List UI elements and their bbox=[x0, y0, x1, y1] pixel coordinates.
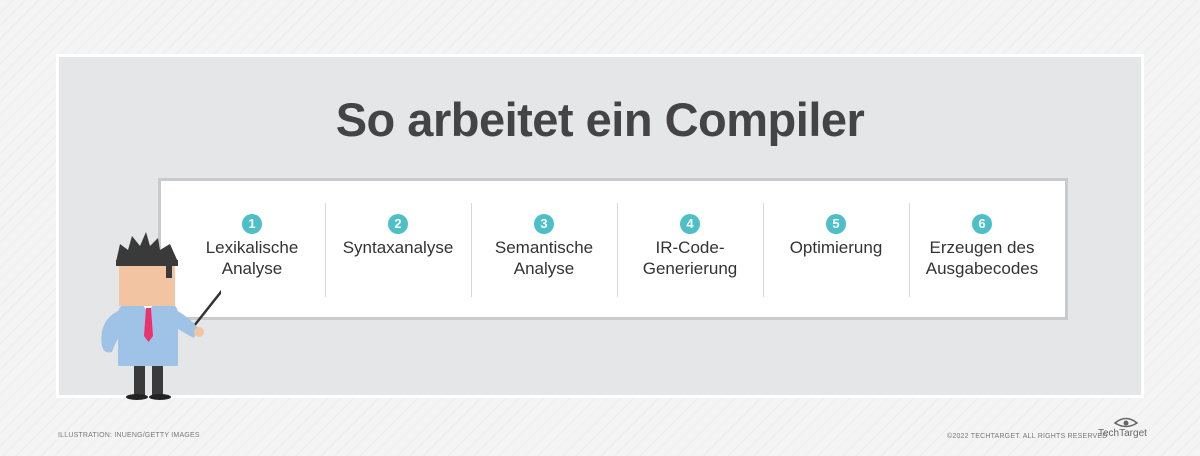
step-number-badge: 4 bbox=[680, 214, 700, 234]
step-divider bbox=[909, 203, 910, 297]
step-label: Lexikalische Analyse bbox=[205, 238, 299, 278]
step-label: Erzeugen des Ausgabecodes bbox=[925, 238, 1039, 278]
step-label: Semantische Analyse bbox=[494, 238, 594, 278]
step-number-badge: 5 bbox=[826, 214, 846, 234]
step-4: 4 IR-Code- Generierung bbox=[617, 203, 763, 297]
step-divider bbox=[471, 203, 472, 297]
step-label: Syntaxanalyse bbox=[342, 238, 454, 257]
copyright-notice: ©2022 TECHTARGET. ALL RIGHTS RESERVED bbox=[947, 433, 1108, 440]
step-label: Optimierung bbox=[789, 238, 883, 257]
step-divider bbox=[763, 203, 764, 297]
step-1: 1 Lexikalische Analyse bbox=[179, 203, 325, 297]
step-number-badge: 3 bbox=[534, 214, 554, 234]
step-label: IR-Code- Generierung bbox=[642, 238, 738, 278]
step-divider bbox=[325, 203, 326, 297]
step-number-badge: 1 bbox=[242, 214, 262, 234]
diagram-title: So arbeitet ein Compiler bbox=[335, 93, 865, 146]
step-2: 2 Syntaxanalyse bbox=[325, 203, 471, 297]
steps-container: 1 Lexikalische Analyse 2 Syntaxanalyse 3… bbox=[158, 178, 1068, 320]
step-number-badge: 6 bbox=[972, 214, 992, 234]
eye-logo-icon bbox=[1113, 417, 1139, 428]
image-credit: ILLUSTRATION: INUENG/GETTY IMAGES bbox=[58, 432, 200, 439]
presenter-illustration bbox=[101, 232, 221, 400]
step-number-badge: 2 bbox=[388, 214, 408, 234]
step-3: 3 Semantische Analyse bbox=[471, 203, 617, 297]
logo-text: TechTarget bbox=[1098, 428, 1147, 439]
techtarget-logo: TechTarget bbox=[1098, 416, 1148, 442]
step-divider bbox=[617, 203, 618, 297]
step-6: 6 Erzeugen des Ausgabecodes bbox=[909, 203, 1055, 297]
step-5: 5 Optimierung bbox=[763, 203, 909, 297]
